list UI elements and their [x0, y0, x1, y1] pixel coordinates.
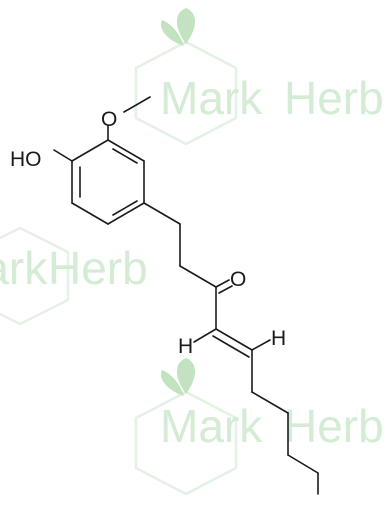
watermark-hex-icon [134, 390, 238, 496]
ring-bond [71, 139, 109, 162]
watermark-hex-icon [0, 226, 70, 326]
watermark-leaf-icon [160, 358, 196, 396]
watermark-mark-text: Mark [0, 242, 48, 294]
watermark-mark-text: Mark [160, 72, 263, 124]
methoxy-methyl-bond [123, 96, 151, 113]
watermark-group: Mark Herb Mark Herb Mark Herb [0, 8, 384, 496]
carbonyl-bond [215, 279, 230, 288]
hydroxyl-label: HO [10, 148, 42, 171]
alkene-h-bond [193, 328, 217, 343]
watermark-leaf-icon [160, 8, 196, 46]
watermark-hex-icon [134, 40, 238, 146]
tail-bond [287, 454, 319, 474]
alkene-bond [215, 328, 253, 351]
watermark-top: Mark Herb [134, 8, 384, 146]
alkene-bond [212, 335, 250, 358]
alkene-h-right-label: H [271, 327, 286, 350]
ring-double-bond [112, 148, 138, 164]
alkene-h-left-label: H [178, 335, 193, 358]
tail-bond [251, 391, 289, 414]
ring-bond [107, 202, 145, 225]
carbonyl-oxygen-label: O [230, 268, 246, 291]
ring-bond [71, 202, 109, 225]
watermark-middle: Mark Herb [0, 226, 148, 326]
watermark-herb-text: Herb [284, 72, 384, 124]
carbonyl-bond [218, 285, 233, 294]
molecule-bonds [53, 96, 319, 495]
alkene-h-bond [251, 339, 271, 351]
methoxy-oxygen-label: O [101, 108, 117, 131]
chain-bond [179, 265, 217, 288]
watermark-mark-text: Mark [160, 400, 263, 452]
molecule-labels: HO O O H H [10, 108, 286, 358]
watermark-herb-text: Herb [284, 400, 384, 452]
watermark-herb-text: Herb [48, 242, 148, 294]
ring-double-bond [112, 200, 138, 216]
chain-bond [143, 202, 181, 225]
hydroxyl-bond [53, 149, 73, 162]
ring-bond [107, 139, 145, 162]
watermark-bottom: Mark Herb [134, 358, 384, 496]
